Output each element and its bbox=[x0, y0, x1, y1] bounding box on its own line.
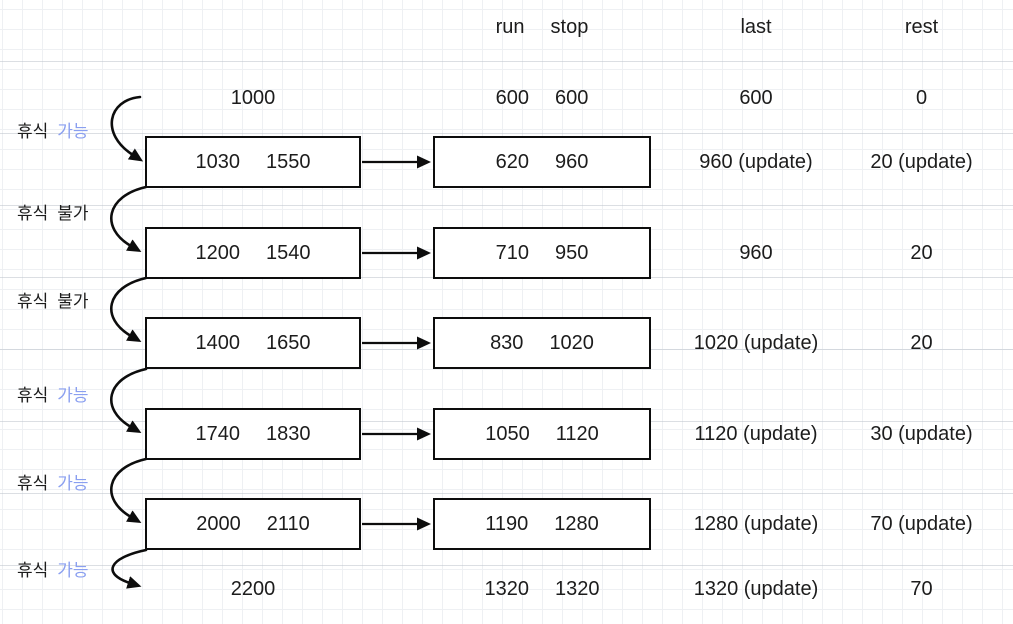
rest-label-status: 가능 bbox=[57, 121, 89, 141]
last-value: 1020 (update) bbox=[693, 331, 819, 354]
column-header-run: run bbox=[495, 15, 525, 38]
rest-value: 0 bbox=[915, 86, 928, 109]
column-header-last: last bbox=[740, 15, 772, 38]
rest-status-label: 휴식 가능 bbox=[17, 381, 89, 405]
rest-label-prefix: 휴식 bbox=[17, 121, 49, 141]
rest-label-prefix: 휴식 bbox=[17, 473, 49, 493]
time-start: 2000 bbox=[196, 512, 241, 535]
interval-box: 1740 1830 bbox=[145, 408, 361, 460]
rest-label-status: 가능 bbox=[57, 560, 89, 580]
rest-value: 70 (update) bbox=[870, 512, 973, 535]
run-stop-box: 1190 1280 bbox=[433, 498, 651, 550]
last-value: 960 (update) bbox=[699, 150, 813, 173]
interval-box: 1200 1540 bbox=[145, 227, 361, 279]
loop-arrow-4 bbox=[110, 367, 148, 434]
time-start: 1030 bbox=[195, 150, 241, 173]
time-start: 2200 bbox=[230, 577, 276, 600]
stop-value: 1020 bbox=[549, 331, 594, 354]
last-value: 1120 (update) bbox=[694, 422, 818, 445]
run-value: 1320 bbox=[484, 577, 530, 600]
run-stop-box: 710 950 bbox=[433, 227, 651, 279]
rest-value: 20 bbox=[910, 241, 933, 264]
stop-value: 950 bbox=[555, 241, 589, 264]
rest-label-status: 불가 bbox=[57, 291, 89, 311]
rest-value: 30 (update) bbox=[870, 422, 973, 445]
run-value: 620 bbox=[495, 150, 529, 173]
run-stop-values: 600 600 bbox=[433, 72, 651, 124]
stop-value: 960 bbox=[555, 150, 589, 173]
rest-label-status: 불가 bbox=[57, 203, 89, 223]
last-value: 1320 (update) bbox=[693, 577, 819, 600]
rest-label-prefix: 휴식 bbox=[17, 203, 49, 223]
time-end: 1650 bbox=[266, 331, 311, 354]
stop-value: 1280 bbox=[554, 512, 599, 535]
last-value: 600 bbox=[739, 86, 773, 109]
rest-label-status: 가능 bbox=[57, 385, 89, 405]
time-start: 1000 bbox=[230, 86, 276, 109]
rest-status-label: 휴식 불가 bbox=[17, 287, 89, 311]
column-header-run-stop: run stop bbox=[433, 2, 651, 52]
time-start: 1740 bbox=[195, 422, 241, 445]
time-end: 1540 bbox=[266, 241, 311, 264]
run-value: 1050 bbox=[485, 422, 530, 445]
interval-box: 1030 1550 bbox=[145, 136, 361, 188]
time-end: 2110 bbox=[266, 512, 310, 535]
run-stop-box: 620 960 bbox=[433, 136, 651, 188]
run-stop-values: 1320 1320 bbox=[433, 563, 651, 615]
loop-arrow-1 bbox=[110, 95, 144, 162]
run-stop-box: 830 1020 bbox=[433, 317, 651, 369]
time-value: 2200 bbox=[145, 563, 361, 615]
run-value: 710 bbox=[495, 241, 529, 264]
interval-box: 2000 2110 bbox=[145, 498, 361, 550]
interval-box: 1400 1650 bbox=[145, 317, 361, 369]
rest-status-label: 휴식 가능 bbox=[17, 469, 89, 493]
rest-value: 20 bbox=[910, 331, 933, 354]
rest-status-label: 휴식 불가 bbox=[17, 199, 89, 223]
last-value: 1280 (update) bbox=[693, 512, 819, 535]
last-value: 960 bbox=[739, 241, 773, 264]
run-value: 600 bbox=[495, 86, 529, 109]
stop-value: 1120 bbox=[555, 422, 599, 445]
run-stop-box: 1050 1120 bbox=[433, 408, 651, 460]
column-header-stop: stop bbox=[550, 15, 589, 38]
time-start: 1200 bbox=[195, 241, 241, 264]
stop-value: 1320 bbox=[555, 577, 600, 600]
time-start: 1400 bbox=[195, 331, 241, 354]
loop-arrow-3 bbox=[110, 276, 148, 343]
rest-label-prefix: 휴식 bbox=[17, 560, 49, 580]
loop-arrow-5 bbox=[110, 457, 148, 524]
column-header-rest: rest bbox=[904, 15, 939, 38]
time-value: 1000 bbox=[145, 72, 361, 124]
run-value: 1190 bbox=[485, 512, 529, 535]
rest-label-prefix: 휴식 bbox=[17, 291, 49, 311]
loop-arrow-6 bbox=[111, 548, 148, 589]
rest-label-prefix: 휴식 bbox=[17, 385, 49, 405]
stop-value: 600 bbox=[555, 86, 589, 109]
rest-label-status: 가능 bbox=[57, 473, 89, 493]
rest-status-label: 휴식 가능 bbox=[17, 556, 89, 580]
run-value: 830 bbox=[490, 331, 524, 354]
time-end: 1550 bbox=[266, 150, 311, 173]
rest-value: 70 bbox=[910, 577, 933, 600]
rest-value: 20 (update) bbox=[870, 150, 973, 173]
loop-arrow-2 bbox=[110, 185, 148, 253]
rest-status-label: 휴식 가능 bbox=[17, 117, 89, 141]
time-end: 1830 bbox=[266, 422, 311, 445]
